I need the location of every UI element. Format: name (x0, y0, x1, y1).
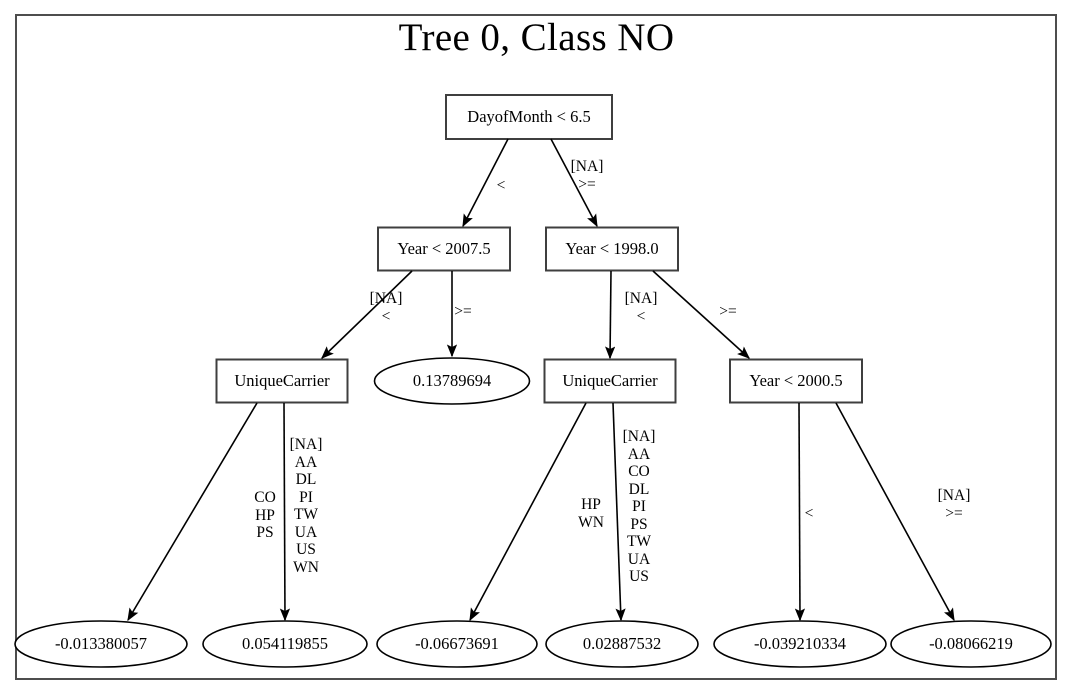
split-node-shape (215, 358, 349, 404)
leaf-node-label: 0.13789694 (412, 370, 492, 390)
tree-edge (462, 138, 509, 228)
tree-edge (612, 402, 626, 622)
split-node-label: UniqueCarrier (234, 370, 330, 390)
edge-label: [NA] < (369, 290, 403, 325)
split-node-label: UniqueCarrier (562, 370, 658, 390)
tree-edge (127, 402, 258, 622)
tree-edge (321, 270, 413, 359)
split-node-shape (445, 94, 613, 140)
split-node-shape (543, 358, 677, 404)
leaf-node-label: 0.02887532 (582, 633, 662, 653)
tree-edge (279, 402, 291, 622)
edge-label: [NA] >= (937, 487, 971, 522)
split-node-shape (729, 358, 863, 404)
split-node-label: DayofMonth < 6.5 (467, 106, 591, 126)
split-node-label: Year < 2000.5 (749, 370, 843, 390)
edge-label: < (496, 177, 506, 194)
leaf-node-shape (14, 620, 188, 668)
edge-lines (127, 138, 955, 622)
node-shapes (14, 94, 1052, 668)
edge-label: [NA] AA CO DL PI PS TW UA US (622, 428, 656, 585)
leaf-node-label: -0.013380057 (54, 633, 148, 653)
edge-label: [NA] AA DL PI TW UA US WN (289, 436, 323, 576)
split-node-shape (377, 226, 511, 272)
tree-edge (835, 402, 955, 622)
leaf-node-label: 0.054119855 (241, 633, 329, 653)
edge-label: < (804, 505, 814, 522)
leaf-node-shape (376, 620, 538, 668)
edge-label: HP WN (578, 496, 604, 531)
edge-label: CO HP PS (254, 489, 276, 541)
split-node-label: Year < 2007.5 (397, 238, 491, 258)
edge-label: [NA] >= (570, 158, 604, 193)
split-node-label: Year < 1998.0 (565, 238, 659, 258)
tree-edge (652, 270, 750, 359)
leaf-node-shape (890, 620, 1052, 668)
tree-edge (794, 402, 806, 622)
leaf-node-shape (373, 357, 531, 405)
tree-edge (550, 138, 598, 228)
leaf-node-label: -0.08066219 (929, 633, 1013, 653)
edge-label: [NA] < (624, 290, 658, 325)
page-title: Tree 0, Class NO (398, 16, 675, 59)
leaf-node-label: -0.06673691 (415, 633, 499, 653)
edge-label: >= (454, 303, 472, 320)
split-node-shape (545, 226, 679, 272)
tree-edge (469, 402, 587, 622)
edge-label: >= (719, 303, 737, 320)
tree-edge (605, 270, 616, 360)
leaf-node-label: -0.039210334 (753, 633, 847, 653)
diagram-border (15, 14, 1057, 680)
